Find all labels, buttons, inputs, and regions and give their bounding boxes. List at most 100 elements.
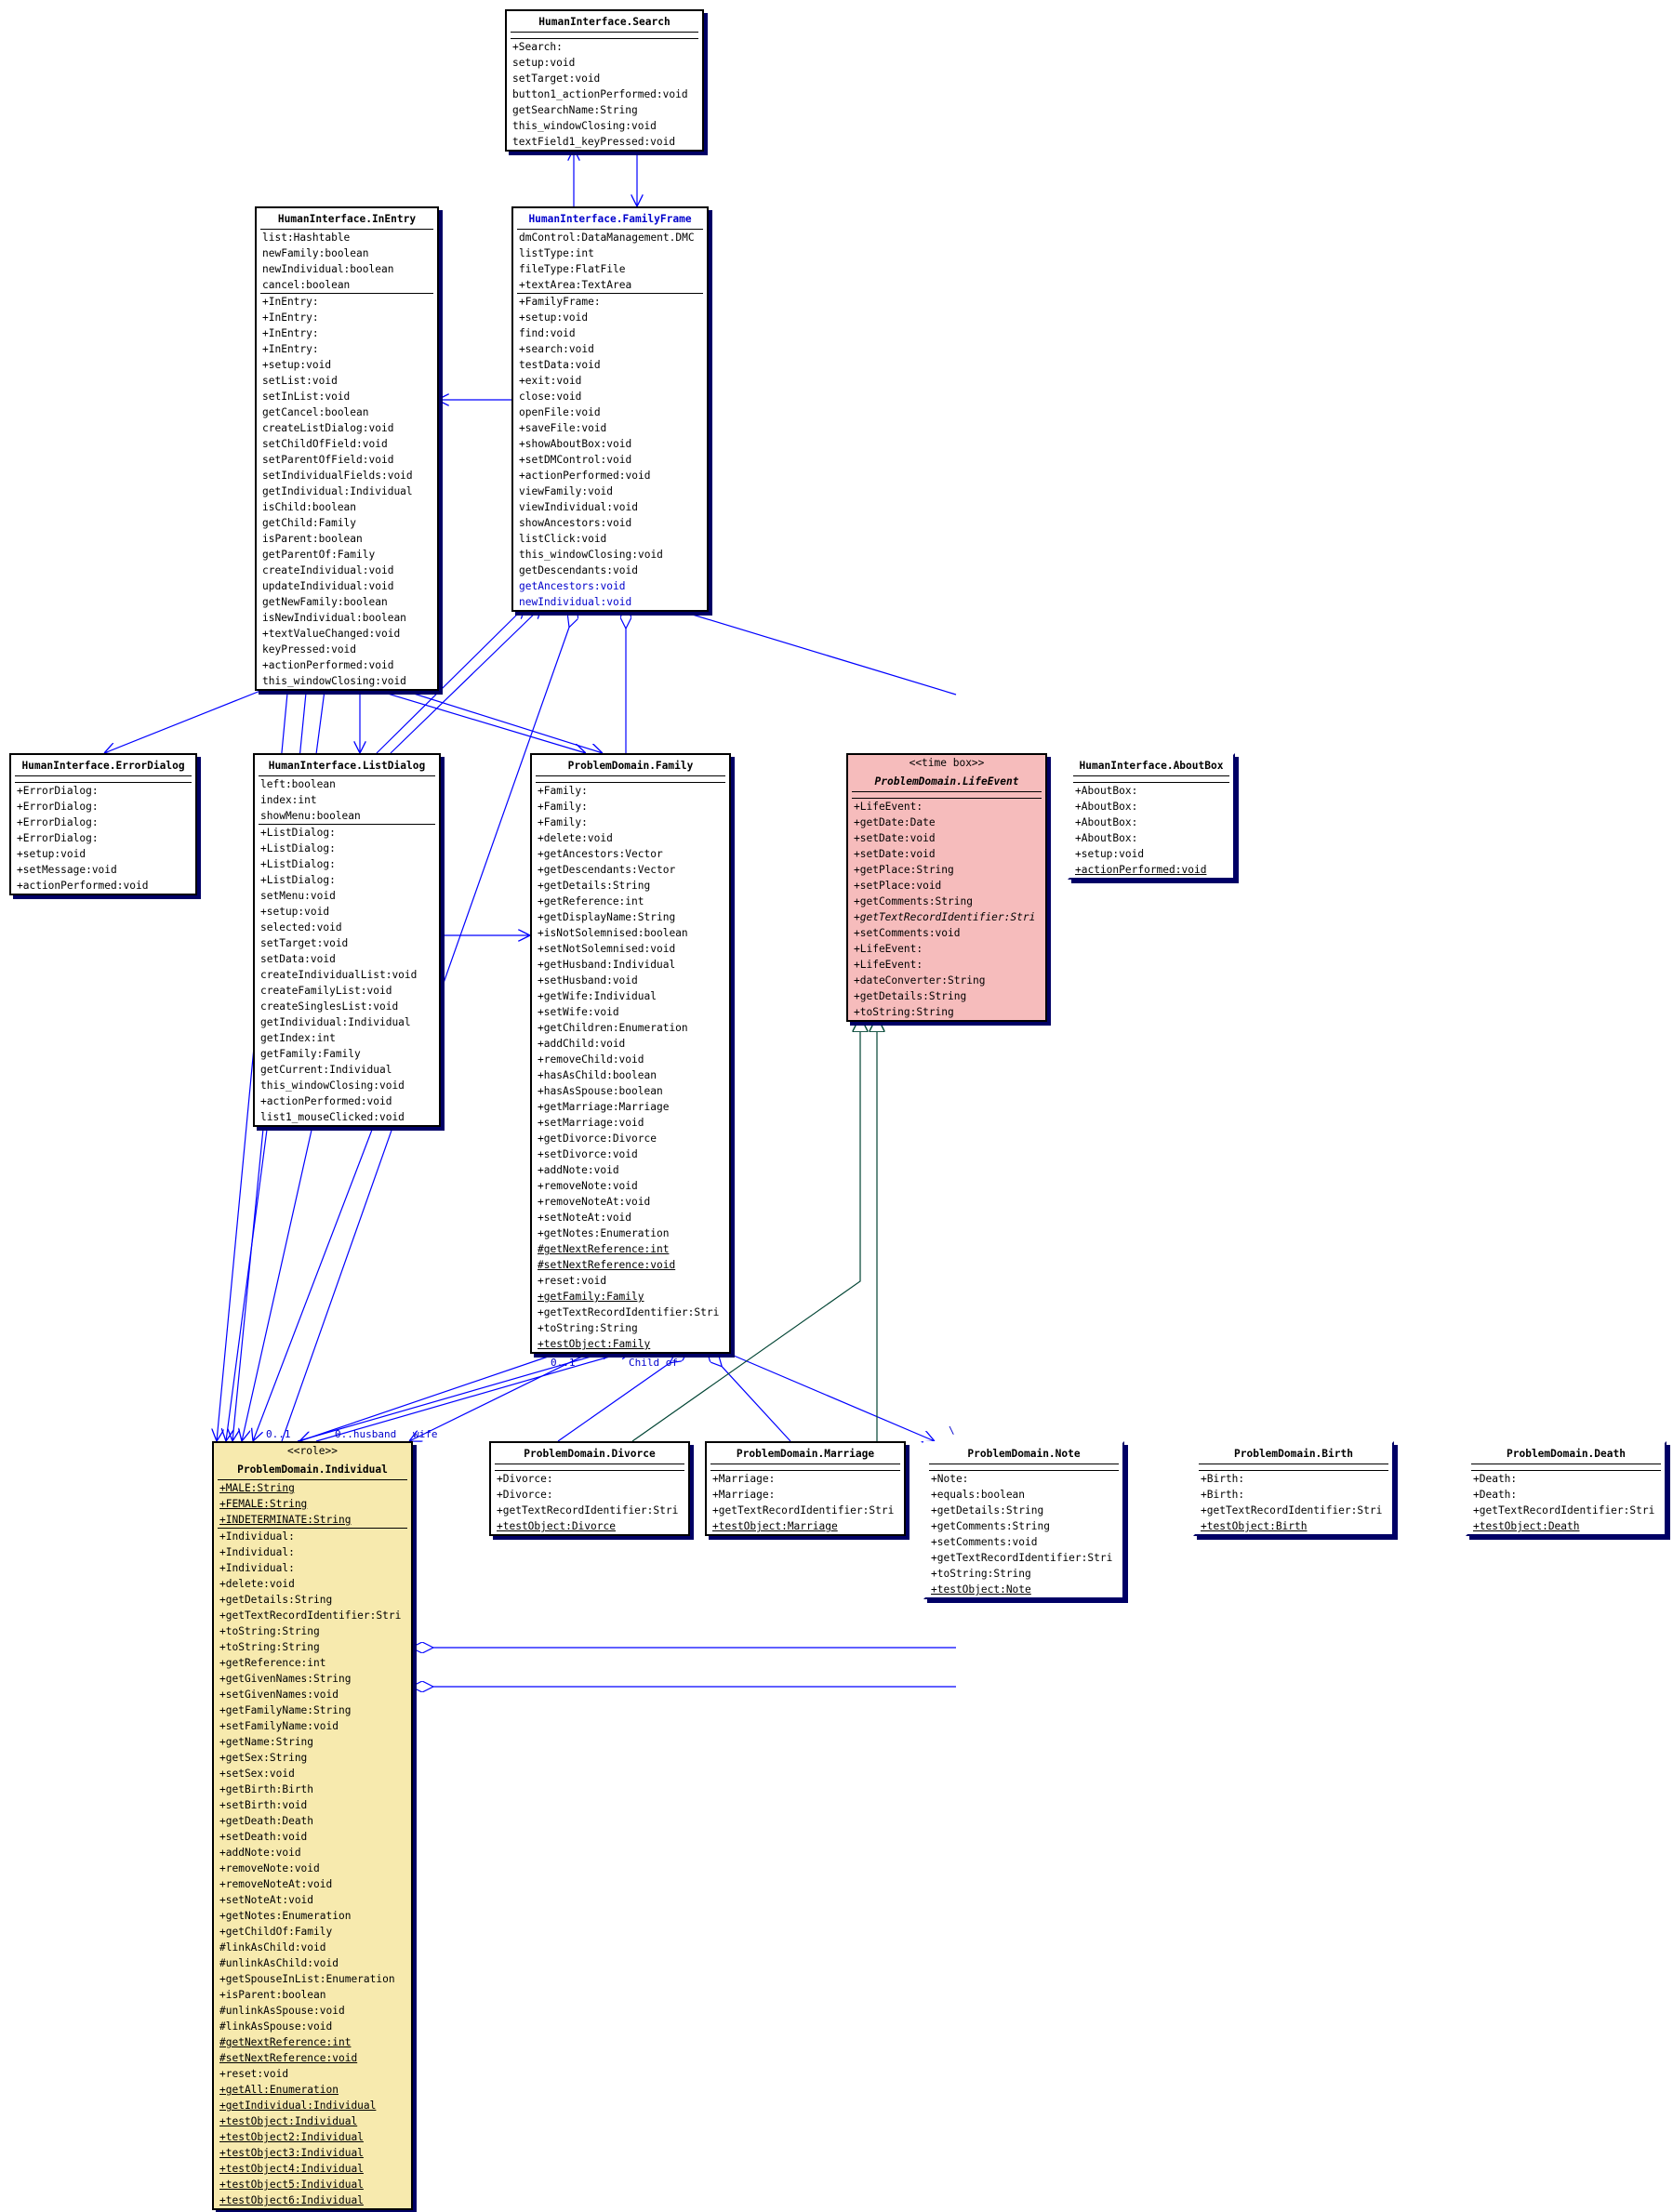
- operation-row: getSearchName:String: [512, 104, 638, 116]
- operation-row: +testObject5:Individual: [219, 2179, 364, 2191]
- operation-row: this_windowClosing:void: [262, 675, 406, 687]
- class-search[interactable]: HumanInterface.Search+Search: setup:void…: [505, 9, 704, 152]
- class-errordialog[interactable]: HumanInterface.ErrorDialog +ErrorDialog: +…: [9, 753, 197, 895]
- edge-inentry-errordialog: [104, 682, 280, 753]
- operation-row: #getNextReference:int: [219, 2036, 352, 2048]
- operations-compartment: +AboutBox:+AboutBox:+AboutBox:+AboutBox:…: [1073, 782, 1229, 878]
- operation-row: +ErrorDialog:: [17, 785, 99, 797]
- class-title: HumanInterface.ErrorDialog: [21, 760, 185, 772]
- operation-row: +delete:void: [538, 832, 613, 844]
- class-individual[interactable]: <<role>>ProblemDomain.Individual+MALE:St…: [212, 1441, 413, 2210]
- note-mark-label: \: [949, 1424, 955, 1437]
- operation-row: +Birth:: [1201, 1489, 1245, 1501]
- operation-row: +getAll:Enumeration: [219, 2084, 339, 2096]
- operation-row: +setGivenNames:void: [219, 1689, 339, 1701]
- operation-row: +ErrorDialog:: [17, 816, 99, 828]
- operation-row: openFile:void: [519, 406, 601, 418]
- class-birth[interactable]: ProblemDomain.Birth+Birth:+Birth:+getTex…: [1193, 1441, 1394, 1536]
- operation-row: +Death:: [1473, 1489, 1518, 1501]
- role-label-wife: wife: [413, 1428, 438, 1440]
- multiplicity-label-0-1-individual: 0..1: [266, 1428, 291, 1440]
- operation-row: +getChildOf:Family: [219, 1926, 333, 1938]
- operation-row: +setDivorce:void: [538, 1148, 638, 1160]
- operation-row: +setComments:void: [854, 927, 961, 939]
- operation-row: viewIndividual:void: [519, 501, 638, 513]
- edge-family-individual-3: [297, 1350, 614, 1442]
- operation-row: +testObject6:Individual: [219, 2194, 364, 2206]
- class-note[interactable]: ProblemDomain.Note +Note:+equals:boolean+…: [923, 1441, 1124, 1599]
- class-stereotype: <<time box>>: [909, 757, 985, 769]
- operation-row: #setNextReference:void: [219, 2052, 358, 2064]
- class-stereotype: <<role>>: [287, 1445, 338, 1457]
- edge-inentry-family-2: [352, 682, 586, 753]
- class-title: ProblemDomain.Family: [567, 760, 694, 772]
- edge-divorce-family-agg: [557, 1350, 688, 1442]
- operation-row: +actionPerformed:void: [17, 880, 149, 892]
- operation-row: +delete:void: [219, 1578, 295, 1590]
- operation-row: createListDialog:void: [262, 422, 394, 434]
- operation-row: isChild:boolean: [262, 501, 357, 513]
- class-title: HumanInterface.InEntry: [277, 213, 417, 225]
- edge-family-individual-1: [299, 1349, 568, 1441]
- operation-row: getNewFamily:boolean: [262, 596, 388, 608]
- operation-row: setChildOfField:void: [262, 438, 388, 450]
- operation-row: +testObject:Family: [538, 1338, 651, 1350]
- operation-row: testData:void: [519, 359, 601, 371]
- attributes-compartment: [1199, 1464, 1388, 1470]
- operation-row: newIndividual:void: [519, 596, 632, 608]
- operation-row: +getTextRecordIdentifier:Stri: [1201, 1504, 1383, 1517]
- class-family[interactable]: ProblemDomain.Family+Family:+Family:+Fam…: [530, 753, 731, 1354]
- class-title: ProblemDomain.Birth: [1234, 1448, 1353, 1460]
- operation-row: +Death:: [1473, 1473, 1518, 1485]
- operation-row: +InEntry:: [262, 311, 319, 324]
- operation-row: +getFamily:Family: [538, 1291, 644, 1303]
- operation-row: +actionPerformed:void: [260, 1095, 392, 1107]
- operation-row: +setComments:void: [931, 1536, 1038, 1548]
- operation-row: +textValueChanged:void: [262, 628, 401, 640]
- attributes-compartment: [511, 32, 698, 38]
- class-divorce[interactable]: ProblemDomain.Divorce+Divorce:+Divorce:+…: [489, 1441, 690, 1536]
- operation-row: setup:void: [512, 57, 576, 69]
- class-listdialog[interactable]: HumanInterface.ListDialog left:boolean i…: [253, 753, 441, 1127]
- attribute-row: +FEMALE:String: [219, 1498, 308, 1510]
- operations-compartment: +Search: setup:void setTarget:void butto…: [511, 38, 698, 150]
- class-title: ProblemDomain.Note: [967, 1448, 1081, 1460]
- operation-row: +toString:String: [931, 1568, 1031, 1580]
- class-familyframe[interactable]: HumanInterface.FamilyFrame dmControl:Dat…: [511, 206, 709, 612]
- class-death[interactable]: ProblemDomain.Death+Death:+Death:+getTex…: [1466, 1441, 1666, 1536]
- class-lifeevent[interactable]: <<time box>>ProblemDomain.LifeEvent+Life…: [846, 753, 1047, 1022]
- class-inentry[interactable]: HumanInterface.InEntry list:Hashtable ne…: [255, 206, 439, 691]
- operation-row: +getGivenNames:String: [219, 1673, 352, 1685]
- operation-row: +testObject3:Individual: [219, 2147, 364, 2159]
- operations-compartment: +Note:+equals:boolean+getDetails:String+…: [929, 1470, 1119, 1597]
- operation-row: +actionPerformed:void: [519, 470, 651, 482]
- edge-marriage-family-agg: [707, 1350, 791, 1442]
- operation-row: +AboutBox:: [1075, 785, 1138, 797]
- class-aboutbox[interactable]: HumanInterface.AboutBox+AboutBox:+AboutB…: [1068, 753, 1235, 880]
- operation-row: +testObject:Birth: [1201, 1520, 1308, 1532]
- operation-row: +setup:void: [17, 848, 86, 860]
- operation-row: +getTextRecordIdentifier:Stri: [219, 1609, 402, 1622]
- operation-row: +Family:: [538, 801, 588, 813]
- operation-row: +setNotSolemnised:void: [538, 943, 676, 955]
- attribute-row: dmControl:DataManagement.DMC: [519, 232, 695, 244]
- operations-compartment: +Divorce:+Divorce:+getTextRecordIdentifi…: [495, 1470, 684, 1534]
- operation-row: +getNotes:Enumeration: [219, 1910, 352, 1922]
- operation-row: +AboutBox:: [1075, 816, 1138, 828]
- operation-row: +setup:void: [1075, 848, 1145, 860]
- class-marriage[interactable]: ProblemDomain.Marriage+Marriage:+Marriag…: [705, 1441, 906, 1536]
- class-title: ProblemDomain.LifeEvent: [874, 775, 1019, 788]
- operation-row: +getTextRecordIdentifier:Stri: [1473, 1504, 1655, 1517]
- operation-row: +getBirth:Birth: [219, 1783, 314, 1795]
- operation-row: setList:void: [262, 375, 338, 387]
- edge-family-individual-4: [315, 1350, 632, 1442]
- operation-row: +actionPerformed:void: [262, 659, 394, 671]
- operation-row: +setup:void: [262, 359, 332, 371]
- operation-row: isParent:boolean: [262, 533, 363, 545]
- class-title: ProblemDomain.Marriage: [736, 1448, 875, 1460]
- operation-row: setData:void: [260, 953, 336, 965]
- operation-row: +addNote:void: [219, 1847, 301, 1859]
- operation-row: this_windowClosing:void: [519, 549, 663, 561]
- operation-row: +isParent:boolean: [219, 1989, 326, 2001]
- operation-row: +getNotes:Enumeration: [538, 1227, 670, 1239]
